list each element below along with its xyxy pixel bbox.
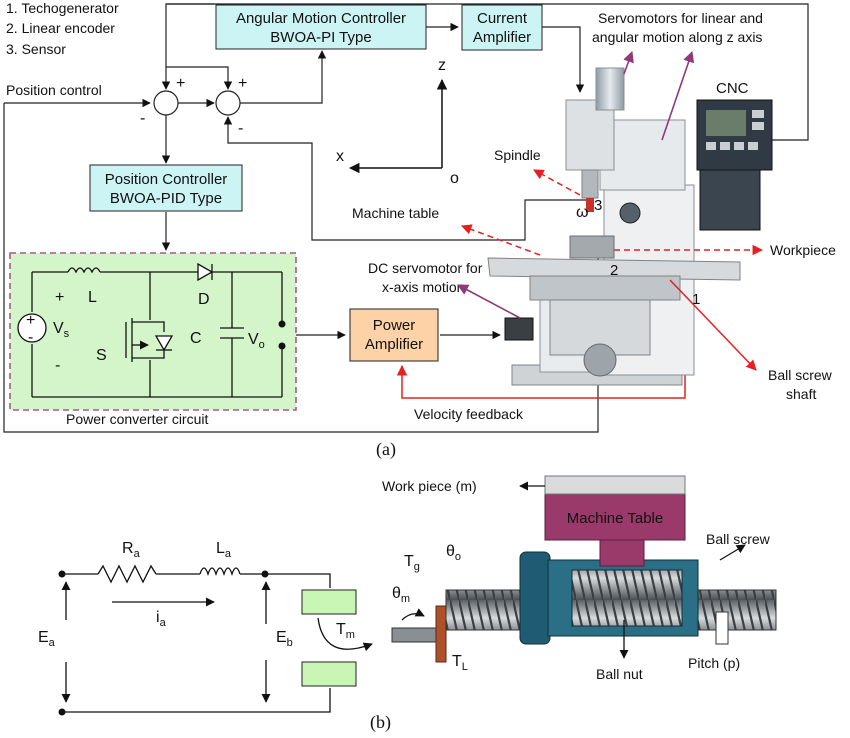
angular-controller-line-2: BWOA-PI Type bbox=[270, 29, 371, 46]
power-amplifier-block: Power Amplifier bbox=[349, 308, 439, 362]
power-converter-circuit: + - + - Vs L D C S Vo Power converter ci… bbox=[9, 252, 297, 427]
theta-o-label: θo bbox=[446, 543, 461, 563]
annotations-a: Servomotors for linear and angular motio… bbox=[352, 10, 836, 402]
vs-label: Vs bbox=[53, 320, 70, 340]
theta-m-label: θm bbox=[392, 585, 410, 605]
inductor-label: L bbox=[88, 289, 97, 306]
sum2-plus: + bbox=[238, 75, 247, 92]
dc-servomotor-label-line-1: DC servomotor for bbox=[368, 260, 483, 276]
summing-junction-2: + - bbox=[215, 75, 247, 137]
sum1-minus: - bbox=[140, 110, 145, 127]
axis-x-label: x bbox=[336, 148, 344, 165]
eb-label: Eb bbox=[276, 629, 293, 649]
source-minus-sign: - bbox=[55, 357, 60, 374]
position-controller-line-2: BWOA-PID Type bbox=[110, 190, 222, 207]
tl-label: TL bbox=[452, 653, 468, 673]
milling-machine-image: 3 2 1 ω bbox=[487, 67, 773, 386]
power-amplifier-line-1: Power bbox=[373, 317, 416, 334]
ra-label: Ra bbox=[122, 540, 141, 560]
vo-label: Vo bbox=[248, 331, 265, 351]
servomotors-label-line-2: angular motion along z axis bbox=[592, 29, 762, 45]
summing-junction-1: + - bbox=[140, 75, 185, 127]
source-plus-sign: + bbox=[55, 289, 64, 306]
axis-o-label: o bbox=[450, 170, 459, 187]
caption-b: (b) bbox=[370, 712, 391, 733]
ball-screw-shaft-label-line-2: shaft bbox=[786, 386, 816, 402]
current-amplifier-block: Current Amplifier bbox=[461, 4, 543, 51]
power-amplifier-line-2: Amplifier bbox=[365, 336, 423, 353]
sum2-minus: - bbox=[238, 120, 243, 137]
legend-item-1: 1. Techogenerator bbox=[6, 0, 119, 16]
legend-item-2: 2. Linear encoder bbox=[6, 20, 115, 36]
cnc-label: CNC bbox=[716, 80, 749, 97]
workpiece-label: Workpiece bbox=[770, 242, 836, 258]
angular-motion-controller-block: Angular Motion Controller BWOA-PI Type bbox=[215, 4, 427, 50]
servomotors-label-line-1: Servomotors for linear and bbox=[598, 10, 763, 26]
annotations-b: Work piece (m) Ball screw Ball nut Pitch… bbox=[382, 478, 771, 682]
diode-label: D bbox=[198, 291, 210, 308]
position-controller-line-1: Position Controller bbox=[105, 171, 228, 188]
omega-label: ω bbox=[576, 204, 589, 221]
marker-2: 2 bbox=[610, 262, 618, 279]
machine-table-label: Machine table bbox=[352, 205, 439, 221]
axes-indicator: z x o bbox=[336, 57, 459, 187]
ball-screw-label: Ball screw bbox=[706, 531, 771, 547]
pitch-label: Pitch (p) bbox=[688, 655, 740, 671]
vs-minus-inner: - bbox=[28, 329, 33, 346]
spindle-label: Spindle bbox=[494, 147, 541, 163]
position-controller-block: Position Controller BWOA-PID Type bbox=[89, 164, 243, 212]
dc-servomotor-label-line-2: x-axis motion bbox=[382, 279, 464, 295]
axis-z-label: z bbox=[438, 57, 446, 74]
vs-plus-inner: + bbox=[26, 312, 35, 329]
position-control-label: Position control bbox=[6, 82, 102, 98]
switch-label: S bbox=[96, 347, 107, 364]
marker-1: 1 bbox=[692, 291, 700, 308]
angular-controller-line-1: Angular Motion Controller bbox=[236, 10, 406, 27]
la-label: La bbox=[216, 540, 232, 560]
capacitor-label: C bbox=[190, 330, 202, 347]
ea-label: Ea bbox=[38, 629, 56, 649]
ball-screw-shaft-label-line-1: Ball screw bbox=[768, 367, 833, 383]
work-piece-label: Work piece (m) bbox=[382, 478, 477, 494]
ia-label: ia bbox=[156, 609, 167, 629]
ball-nut-label: Ball nut bbox=[596, 666, 643, 682]
tm-label: Tm bbox=[336, 621, 355, 641]
velocity-feedback-label: Velocity feedback bbox=[414, 406, 524, 422]
signal-lines-a bbox=[3, 3, 809, 433]
legend-item-3: 3. Sensor bbox=[6, 41, 66, 57]
ball-screw-image: Machine Table bbox=[445, 475, 777, 645]
machine-table-box-label: Machine Table bbox=[567, 510, 663, 527]
tg-label: Tg bbox=[404, 553, 420, 573]
current-amplifier-line-2: Amplifier bbox=[473, 29, 531, 46]
marker-3: 3 bbox=[594, 197, 602, 214]
sum1-plus: + bbox=[176, 75, 185, 92]
motor-shaft-assembly: Tm θm Tg θo TL bbox=[301, 543, 468, 687]
power-converter-label: Power converter circuit bbox=[66, 411, 208, 427]
legend-list: 1. Techogenerator 2. Linear encoder 3. S… bbox=[6, 0, 119, 57]
current-amplifier-line-1: Current bbox=[477, 10, 528, 27]
motor-circuit: Ra La ia Ea Eb bbox=[38, 540, 331, 716]
caption-a: (a) bbox=[376, 439, 396, 460]
